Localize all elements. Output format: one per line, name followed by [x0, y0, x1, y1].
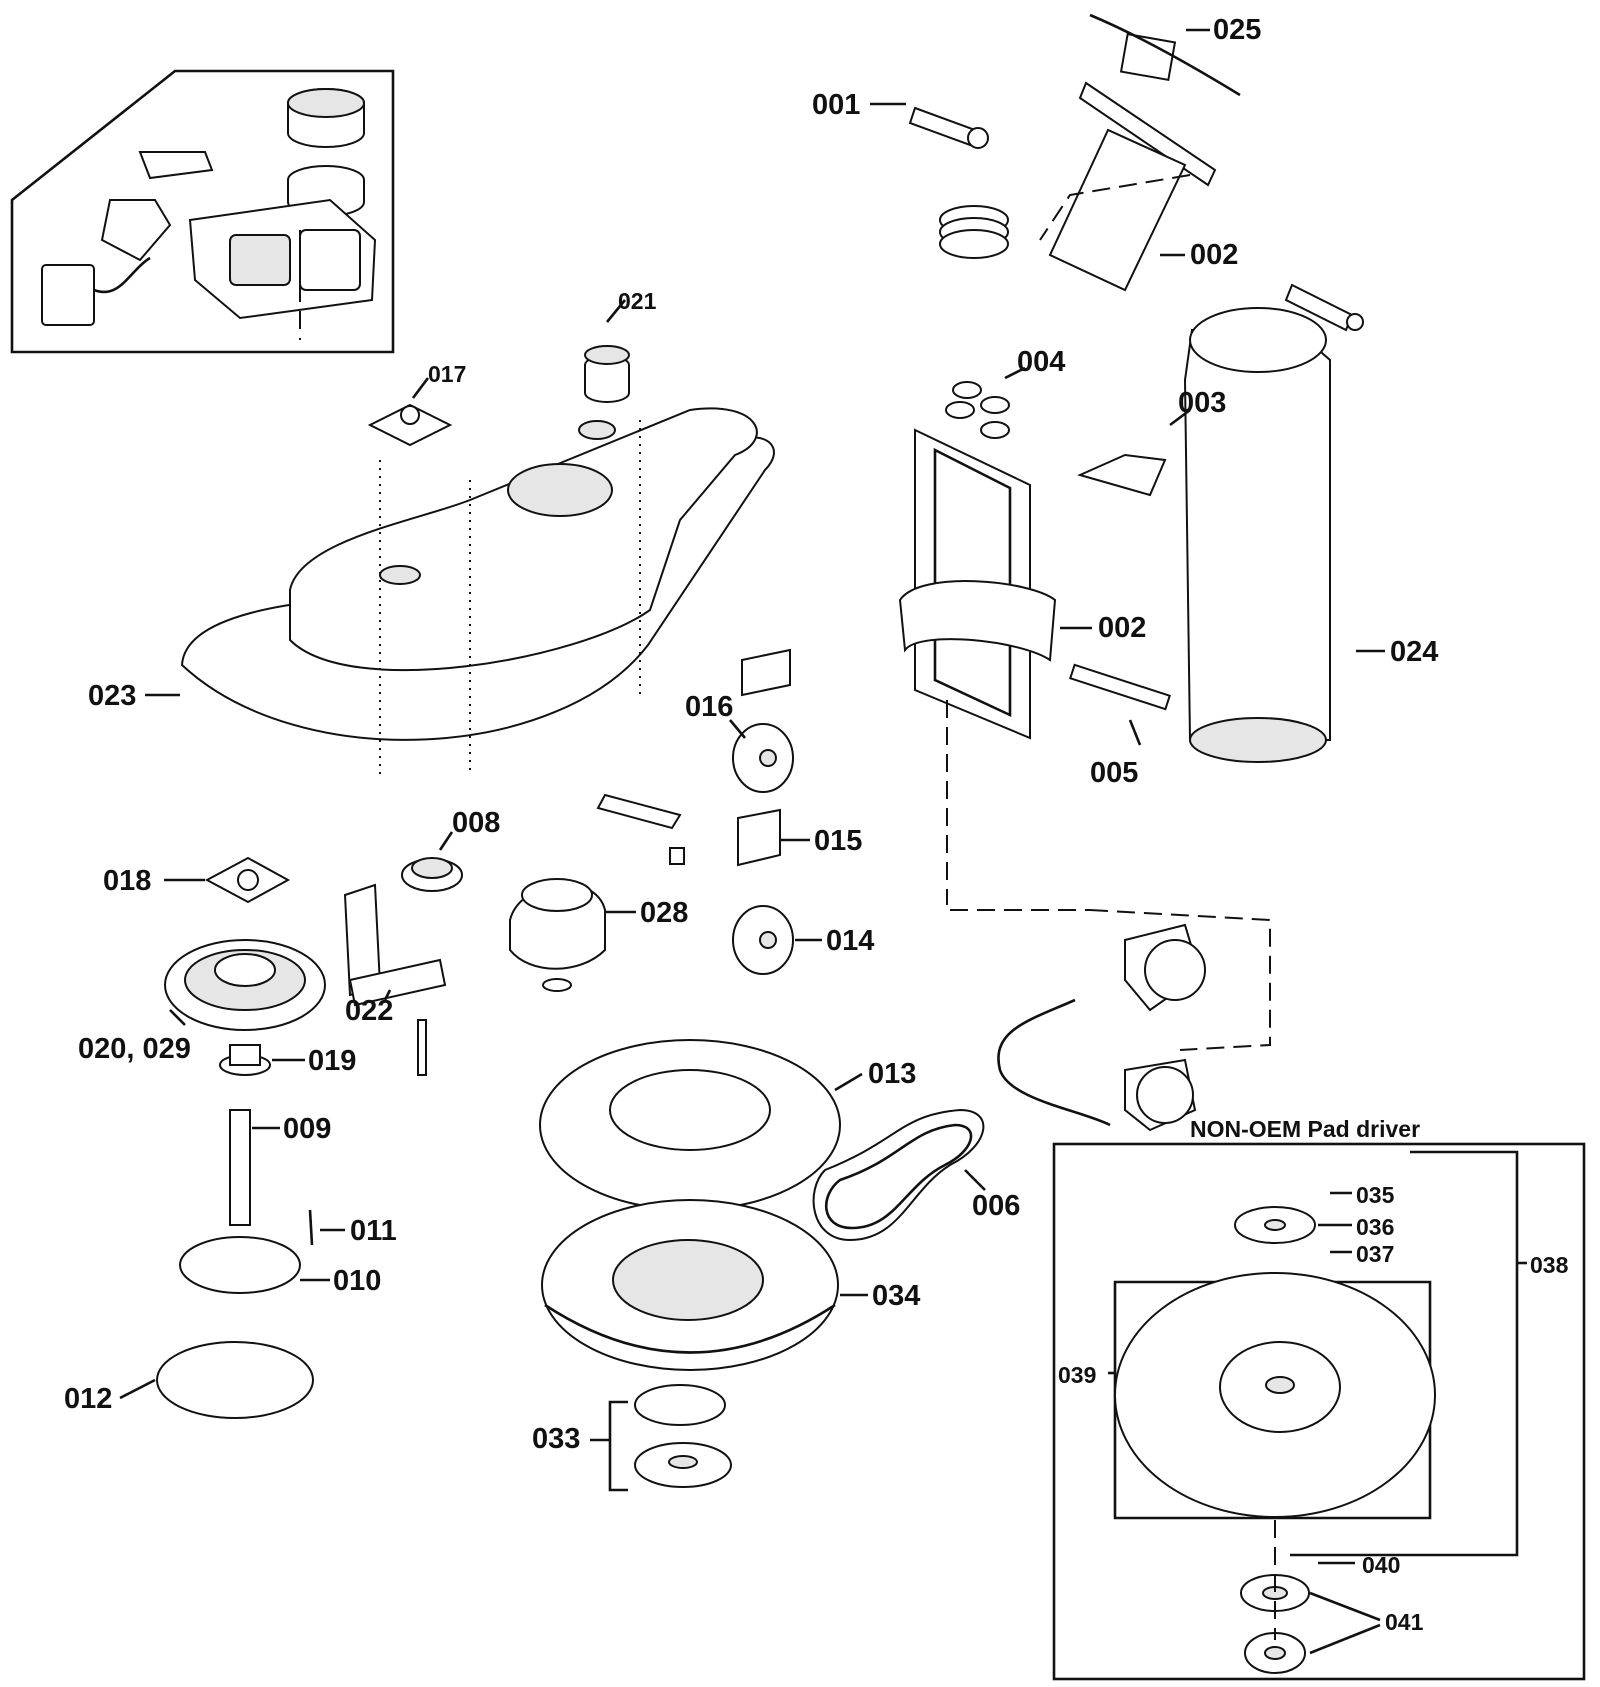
- svg-text:002: 002: [1190, 239, 1238, 271]
- label-037: 037: [1330, 1241, 1394, 1267]
- svg-text:010: 010: [333, 1265, 381, 1297]
- svg-text:004: 004: [1017, 346, 1065, 378]
- svg-text:040: 040: [1362, 1552, 1400, 1578]
- svg-text:034: 034: [872, 1280, 920, 1312]
- svg-text:001: 001: [812, 89, 860, 121]
- svg-text:003: 003: [1178, 387, 1226, 419]
- label-039: 039: [1058, 1362, 1115, 1388]
- pad-drivers: [539, 1039, 985, 1488]
- label-041: 041: [1309, 1591, 1424, 1655]
- svg-text:019: 019: [308, 1045, 356, 1077]
- svg-text:011: 011: [350, 1215, 397, 1247]
- engine-inset: [10, 69, 395, 354]
- label-002-handle: 002: [1160, 239, 1238, 271]
- svg-text:033: 033: [532, 1423, 580, 1455]
- drive-parts-left: [156, 403, 463, 1419]
- svg-text:020, 029: 020, 029: [78, 1033, 191, 1065]
- svg-text:037: 037: [1356, 1241, 1394, 1267]
- svg-text:013: 013: [868, 1058, 916, 1090]
- motors: [950, 909, 1271, 1132]
- tank-frame: [898, 307, 1331, 905]
- svg-text:016: 016: [685, 691, 733, 723]
- label-023: 023: [88, 680, 180, 712]
- drive-parts-mid: [509, 345, 794, 992]
- label-004: 004: [1004, 346, 1065, 380]
- svg-text:002: 002: [1098, 612, 1146, 644]
- label-001: 001: [812, 89, 906, 121]
- svg-text:018: 018: [103, 865, 151, 897]
- label-016: 016: [685, 691, 746, 739]
- svg-text:024: 024: [1390, 636, 1438, 668]
- svg-text:028: 028: [640, 897, 688, 929]
- label-006: 006: [964, 1169, 1020, 1222]
- label-036: 036: [1318, 1214, 1394, 1240]
- svg-text:022: 022: [345, 995, 393, 1027]
- svg-text:012: 012: [64, 1383, 112, 1415]
- svg-text:041: 041: [1385, 1609, 1424, 1635]
- label-005: 005: [1090, 719, 1142, 789]
- svg-text:025: 025: [1213, 14, 1261, 46]
- label-033: 033: [532, 1400, 628, 1492]
- label-018: 018: [103, 865, 205, 897]
- label-015: 015: [780, 825, 862, 857]
- label-025: 025: [1186, 14, 1261, 46]
- label-021: 021: [605, 288, 657, 323]
- label-013: 013: [834, 1058, 916, 1092]
- svg-text:005: 005: [1090, 757, 1138, 789]
- label-038: 038: [1517, 1252, 1569, 1278]
- svg-text:038: 038: [1530, 1252, 1569, 1278]
- label-011: 011: [320, 1215, 397, 1247]
- label-022: 022: [345, 989, 393, 1027]
- label-020-029: 020, 029: [78, 1009, 191, 1065]
- svg-text:014: 014: [826, 925, 874, 957]
- label-003: 003: [1169, 387, 1226, 427]
- label-010: 010: [300, 1265, 381, 1297]
- svg-text:021: 021: [618, 288, 657, 314]
- label-008: 008: [438, 807, 500, 851]
- label-002-band: 002: [1060, 612, 1146, 644]
- svg-text:023: 023: [88, 680, 136, 712]
- label-017: 017: [411, 361, 466, 399]
- pad-driver-inset: [1052, 1142, 1586, 1681]
- label-024: 024: [1356, 636, 1438, 668]
- label-040: 040: [1318, 1552, 1400, 1578]
- svg-text:039: 039: [1058, 1362, 1096, 1388]
- svg-text:035: 035: [1356, 1182, 1395, 1208]
- label-012: 012: [64, 1378, 156, 1415]
- inset-title: NON-OEM Pad driver: [1190, 1116, 1420, 1142]
- label-028: 028: [606, 897, 688, 929]
- svg-text:006: 006: [972, 1190, 1020, 1222]
- label-034: 034: [840, 1280, 920, 1312]
- deck-housing: [180, 407, 775, 775]
- label-035: 035: [1330, 1182, 1395, 1208]
- svg-text:017: 017: [428, 361, 466, 387]
- handle-assembly: [908, 13, 1364, 332]
- svg-text:008: 008: [452, 807, 500, 839]
- svg-text:015: 015: [814, 825, 862, 857]
- label-019: 019: [272, 1045, 356, 1077]
- label-009: 009: [252, 1113, 331, 1145]
- svg-text:009: 009: [283, 1113, 331, 1145]
- label-014: 014: [795, 925, 874, 957]
- svg-text:036: 036: [1356, 1214, 1394, 1240]
